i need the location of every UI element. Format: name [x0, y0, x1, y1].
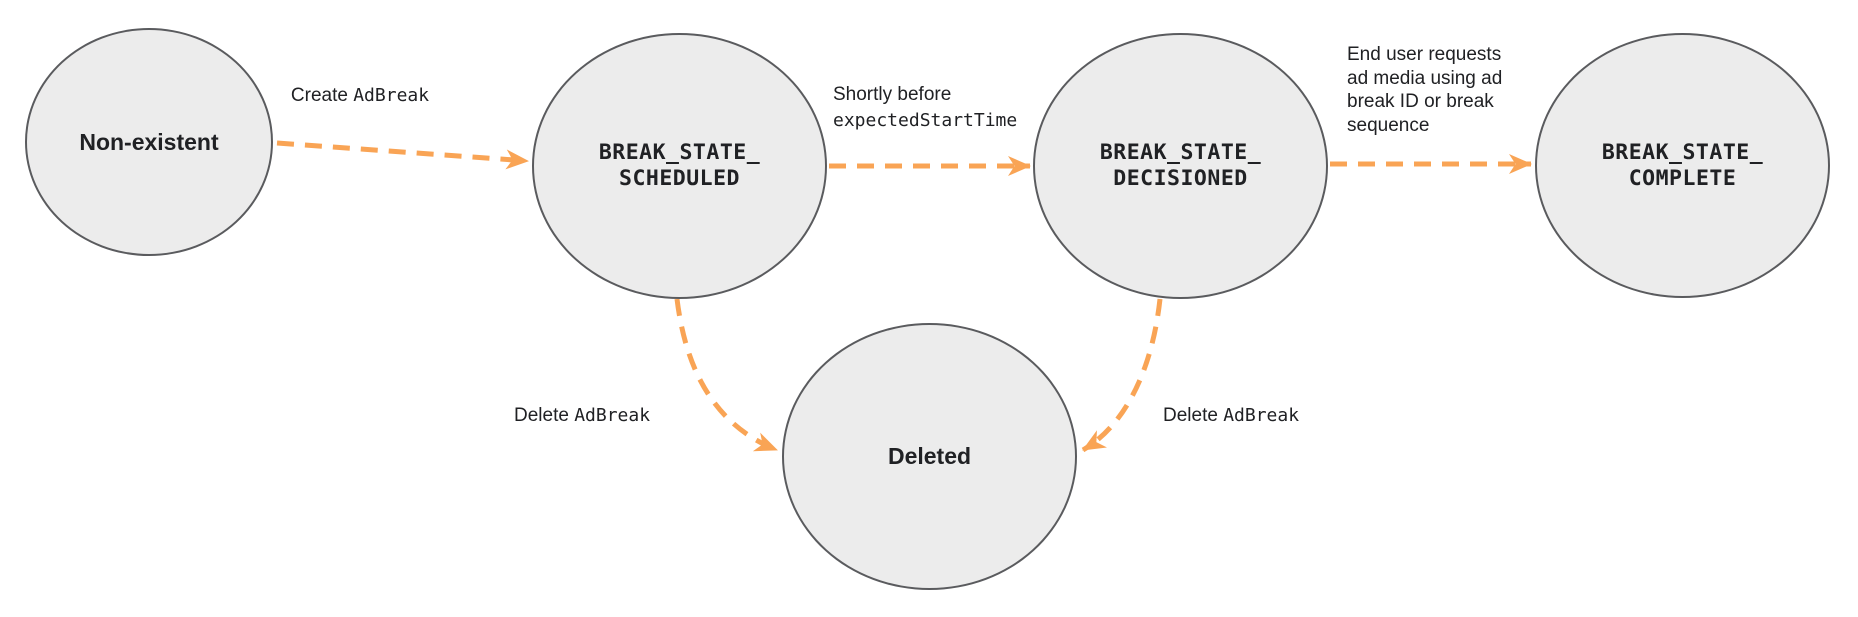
state-label-line: BREAK_STATE_ [1601, 139, 1764, 165]
transition-label-line: ad media using ad [1347, 67, 1503, 89]
state-break-state-scheduled: BREAK_STATE_ SCHEDULED [532, 33, 827, 299]
state-label: Non-existent [79, 129, 218, 156]
transition-label-code: AdBreak [353, 85, 430, 106]
transition-label-code: AdBreak [1223, 405, 1300, 426]
state-non-existent: Non-existent [25, 28, 273, 256]
transition-label-text: Delete [1163, 405, 1224, 426]
state-label-line: Non-existent [79, 128, 219, 155]
state-label-line: SCHEDULED [619, 166, 740, 191]
arrow-delete-adbreak-from-scheduled [674, 298, 778, 453]
transition-label-shortly-before-expectedstarttime: Shortly before expectedStartTime [833, 82, 1017, 134]
transition-label-line: break ID or break [1347, 91, 1494, 112]
state-label-line: Deleted [887, 443, 972, 469]
state-break-state-complete: BREAK_STATE_ COMPLETE [1535, 33, 1830, 298]
state-label-line: BREAK_STATE_ [1099, 140, 1262, 165]
transition-label-line: sequence [1347, 114, 1430, 136]
transition-label-code: AdBreak [574, 405, 651, 426]
transition-label-line: End user requests [1347, 44, 1502, 65]
state-label: BREAK_STATE_ DECISIONED [1100, 140, 1261, 192]
transition-label-text: Create [290, 85, 354, 106]
arrow-delete-adbreak-from-decisioned [1081, 298, 1163, 453]
transition-label-text: Shortly before [833, 84, 952, 105]
transition-label-create-adbreak: Create AdBreak [285, 84, 435, 108]
transition-label-delete-adbreak-right: Delete AdBreak [1163, 404, 1299, 428]
state-label-line: DECISIONED [1113, 166, 1248, 191]
state-label-line: BREAK_STATE_ [598, 140, 761, 165]
transition-label-end-user-requests-ad-media: End user requests ad media using ad brea… [1347, 43, 1502, 137]
transition-label-code: expectedStartTime [833, 110, 1018, 131]
state-label: Deleted [888, 443, 971, 470]
transition-label-text: Delete [514, 405, 575, 426]
state-label-line: COMPLETE [1628, 165, 1737, 191]
arrow-create-adbreak [276, 140, 529, 170]
state-label: BREAK_STATE_ COMPLETE [1602, 140, 1763, 192]
state-break-state-decisioned: BREAK_STATE_ DECISIONED [1033, 33, 1328, 299]
state-label: BREAK_STATE_ SCHEDULED [599, 140, 760, 192]
state-deleted: Deleted [782, 323, 1077, 590]
transition-label-delete-adbreak-left: Delete AdBreak [514, 404, 650, 428]
